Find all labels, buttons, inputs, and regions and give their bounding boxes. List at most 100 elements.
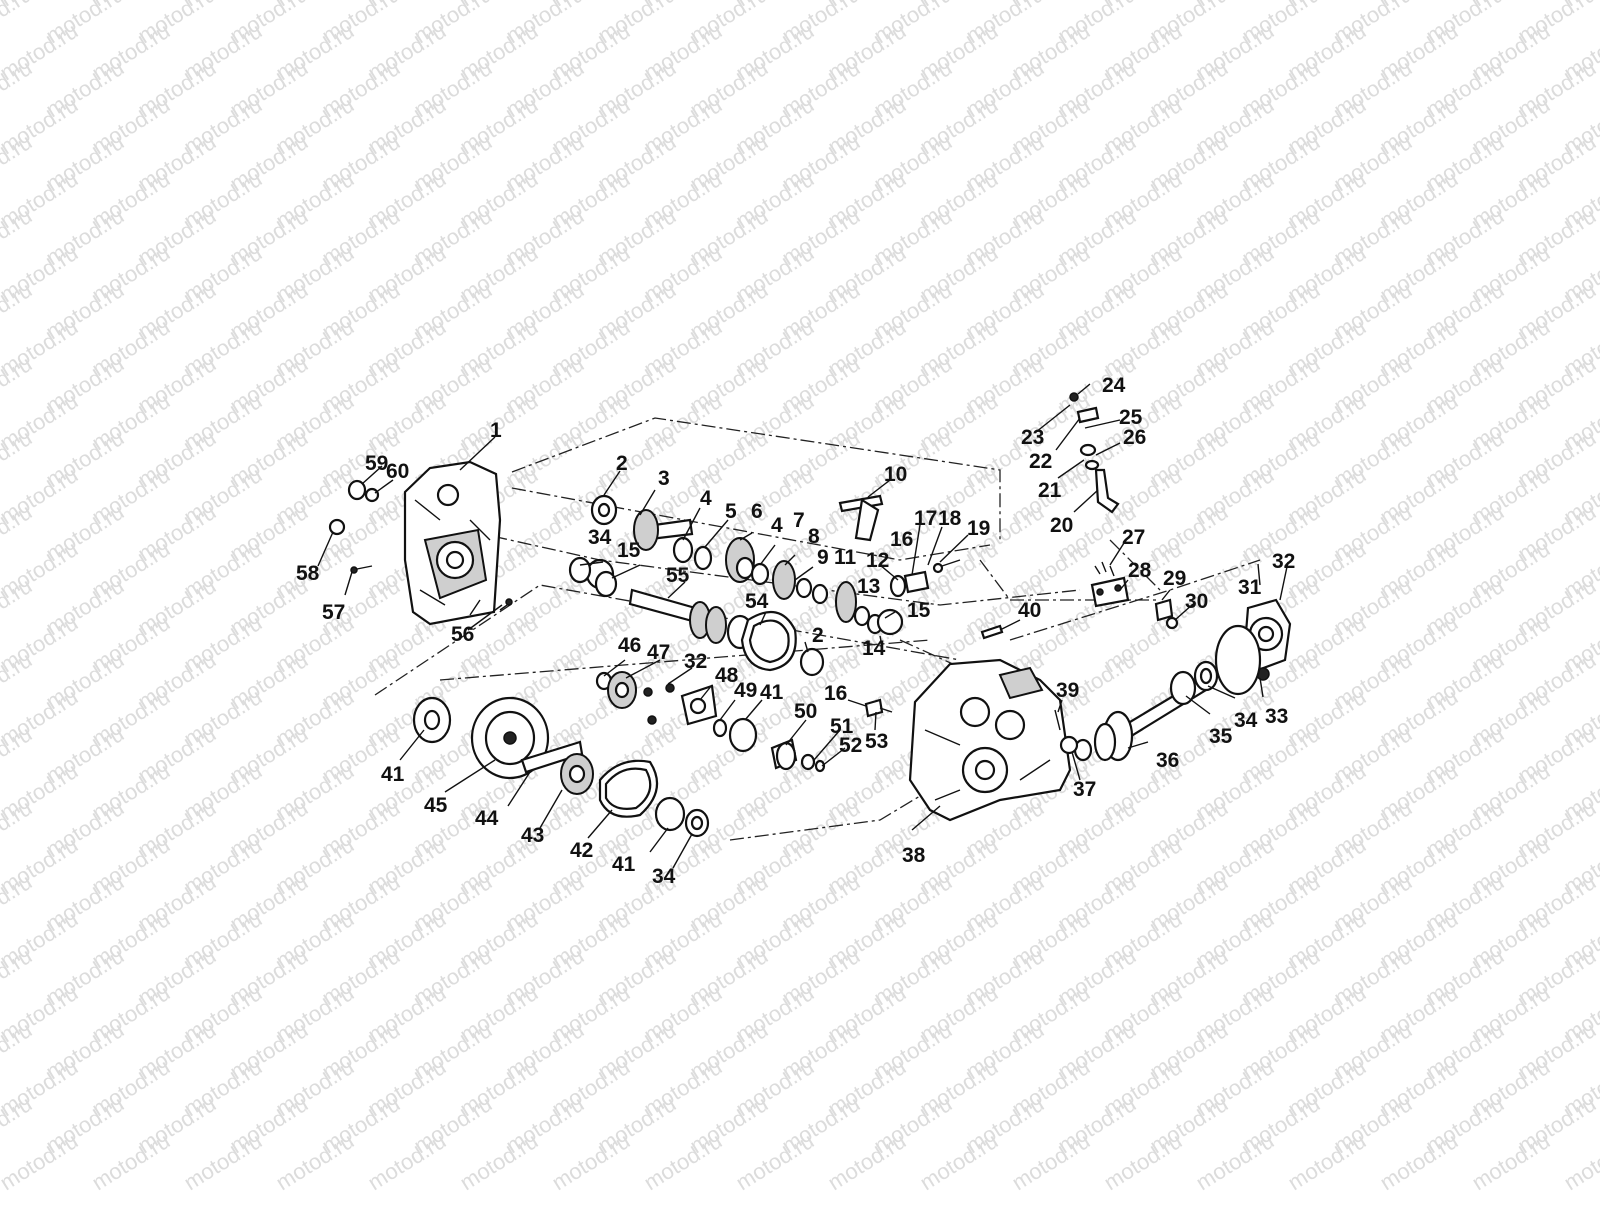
inner-chain: [740, 610, 797, 672]
callout-34: 34: [1234, 709, 1258, 732]
callout-57: 57: [322, 601, 345, 624]
misc-small-parts: [980, 561, 1115, 755]
callout-44: 44: [475, 807, 499, 830]
callout-34b: 34: [652, 865, 676, 888]
callout-37: 37: [1073, 778, 1096, 801]
callout-24: 24: [1102, 374, 1126, 397]
callout-45: 45: [424, 794, 448, 817]
watermark-text: motod.ru: [363, 1128, 450, 1195]
callout-2b: 2: [812, 624, 824, 647]
callout-56: 56: [451, 623, 474, 646]
watermark-text: motod.ru: [455, 1128, 542, 1195]
output-cover: [1214, 598, 1292, 696]
callout-7: 7: [793, 509, 805, 532]
watermark-text: motod.ru: [731, 1128, 818, 1195]
left-case-half: [403, 460, 502, 626]
callout-18: 18: [938, 507, 962, 530]
callout-52: 52: [839, 734, 862, 757]
shift-shaft-assembly: [1069, 392, 1120, 514]
callout-8: 8: [808, 525, 820, 548]
callout-19: 19: [967, 517, 990, 540]
callout-11: 11: [834, 546, 857, 569]
drain-plug: [1154, 598, 1179, 630]
shift-fork: [838, 494, 884, 542]
callout-20: 20: [1050, 514, 1073, 537]
callout-2: 2: [616, 452, 628, 475]
right-case-half: [908, 658, 1072, 822]
callout-41c: 41: [612, 853, 636, 876]
callout-49: 49: [734, 679, 757, 702]
callout-43: 43: [521, 824, 544, 847]
leader-lines: [317, 383, 1289, 869]
watermark-text: motod.ru: [1099, 1128, 1186, 1195]
watermark-text: motod.ru: [179, 1128, 266, 1195]
callout-28: 28: [1128, 559, 1152, 582]
callout-5: 5: [725, 500, 737, 523]
callout-46: 46: [618, 634, 641, 657]
callout-59: 59: [365, 452, 388, 475]
callout-29: 29: [1163, 567, 1186, 590]
callout-30: 30: [1185, 590, 1208, 613]
callout-40: 40: [1018, 599, 1041, 622]
callout-4b: 4: [771, 514, 783, 537]
callout-17: 17: [914, 507, 937, 530]
watermark-text: motod.ru: [547, 1128, 634, 1195]
callout-22: 22: [1029, 450, 1052, 473]
callout-41: 41: [760, 681, 784, 704]
callout-15: 15: [907, 599, 931, 622]
watermark-text: motod.ru: [271, 1128, 358, 1195]
watermark-text: motod.ru: [1467, 1128, 1554, 1195]
right-seals: [1169, 660, 1219, 706]
watermark-text: motod.ru: [1375, 1128, 1462, 1195]
callout-48: 48: [715, 664, 739, 687]
callout-50: 50: [794, 700, 817, 723]
callout-12: 12: [866, 549, 889, 572]
watermark-text: motod.ru: [1559, 1128, 1600, 1195]
callout-13: 13: [857, 575, 880, 598]
callout-60: 60: [386, 460, 409, 483]
watermark-text: motod.ru: [823, 1128, 910, 1195]
callout-15b: 15: [617, 539, 641, 562]
callout-32: 32: [1272, 550, 1295, 573]
callout-32b: 32: [684, 650, 707, 673]
callout-16b: 16: [824, 682, 847, 705]
callout-55: 55: [666, 564, 690, 587]
callout-9: 9: [817, 546, 829, 569]
left-small-parts: [328, 479, 513, 611]
watermark-text: motod.ru: [1191, 1128, 1278, 1195]
callout-35: 35: [1209, 725, 1233, 748]
callout-38: 38: [902, 844, 926, 867]
callout-33: 33: [1265, 705, 1288, 728]
watermark-text: motod.ru: [915, 1128, 1002, 1195]
watermark-text: motod.ru: [1007, 1128, 1094, 1195]
callout-39: 39: [1056, 679, 1079, 702]
callout-47: 47: [647, 641, 670, 664]
middle-lower-parts: [595, 671, 893, 773]
callout-21: 21: [1038, 479, 1062, 502]
callout-42: 42: [570, 839, 593, 862]
callout-54: 54: [745, 590, 769, 613]
callout-51: 51: [830, 715, 854, 738]
callout-labels: 1 2 3 4 5 6 4 7 8 9 11 12 13 14 15 2 10 …: [296, 374, 1295, 888]
callout-23: 23: [1021, 426, 1044, 449]
countershaft: [628, 588, 754, 650]
callout-4: 4: [700, 487, 712, 510]
callout-25: 25: [1119, 406, 1143, 429]
watermark-text: motod.ru: [1559, 0, 1600, 11]
callout-36: 36: [1156, 749, 1179, 772]
callout-58: 58: [296, 562, 320, 585]
callout-3: 3: [658, 467, 670, 490]
callout-31: 31: [1238, 576, 1262, 599]
callout-16: 16: [890, 528, 913, 551]
input-shaft: [590, 494, 694, 551]
callout-1: 1: [490, 419, 502, 442]
callout-34c: 34: [588, 526, 612, 549]
lower-drive-assembly: [412, 696, 710, 838]
callout-27: 27: [1122, 526, 1145, 549]
watermark-text: motod.ru: [639, 1128, 726, 1195]
watermark-text: motod.ru: [1283, 1128, 1370, 1195]
detent-parts: [889, 559, 961, 598]
